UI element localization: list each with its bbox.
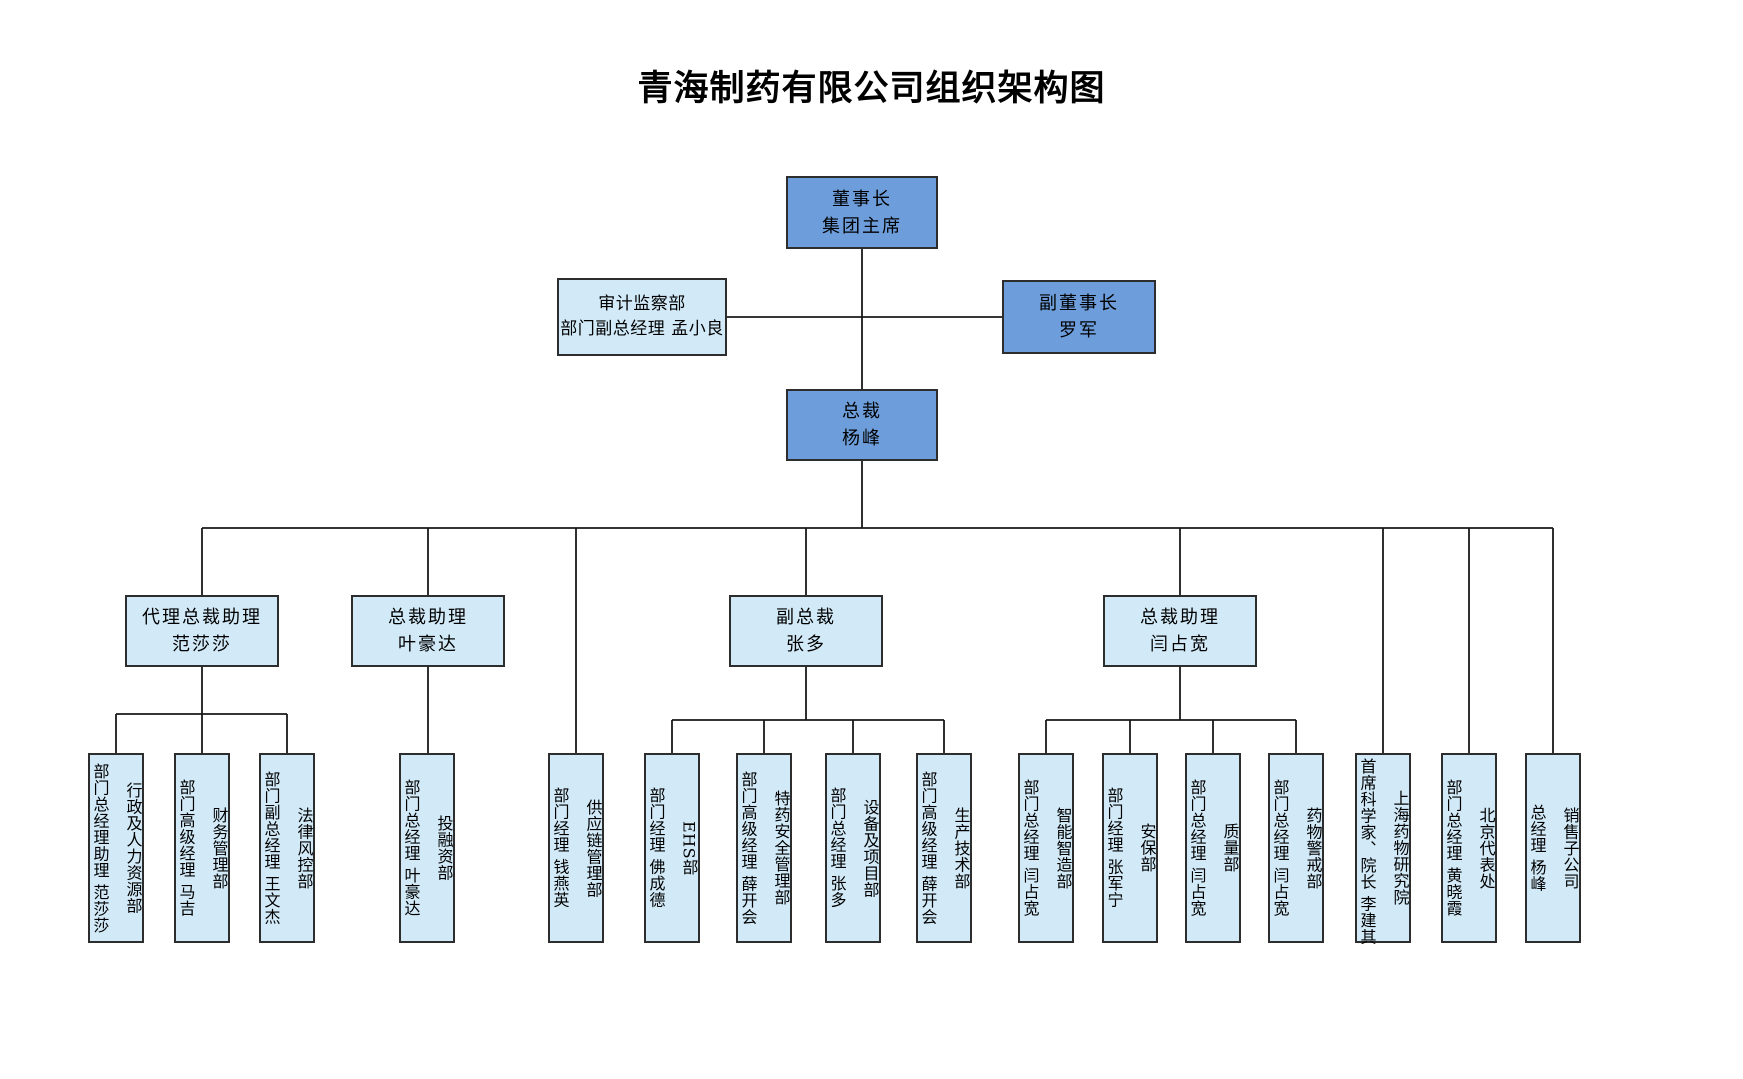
dept-role: 部门经理 佛成德: [646, 787, 666, 909]
node-dept-shanghai-research: 上海药物研究院 首席科学家、院长 李建其: [1355, 753, 1411, 946]
node-assistant-yan-title: 总裁助理: [1140, 607, 1220, 628]
node-assistant-yan-person: 闫占宽: [1150, 634, 1210, 655]
dept-role: 部门总经理 张多: [827, 787, 847, 909]
node-dept-investment: 投融资部 部门总经理 叶豪达: [399, 753, 455, 943]
dept-name: 质量部: [1220, 823, 1240, 873]
dept-name: 销售子公司: [1560, 806, 1580, 890]
node-president-title: 总裁: [842, 401, 882, 422]
dept-role: 部门经理 张军宁: [1104, 787, 1124, 909]
node-dept-equipment-projects: 设备及项目部 部门总经理 张多: [825, 753, 881, 943]
node-dept-sales-subsidiary: 销售子公司 总经理 杨峰: [1525, 753, 1581, 943]
node-vice-president-person: 张多: [786, 634, 826, 655]
dept-role: 部门总经理助理 范莎莎: [90, 762, 110, 934]
node-dept-supply-chain: 供应链管理部 部门经理 钱燕英: [548, 753, 604, 943]
node-audit-dept: 审计监察部: [598, 293, 686, 314]
node-dept-production-tech: 生产技术部 部门高级经理 薛开会: [916, 753, 972, 943]
dept-name: 法律风控部: [294, 806, 314, 890]
node-acting-assistant-person: 范莎莎: [172, 634, 232, 655]
node-vice-president-title: 副总裁: [776, 607, 836, 628]
node-dept-pharmacovigilance: 药物警戒部 部门总经理 闫占宽: [1268, 753, 1324, 943]
node-dept-security: 安保部 部门经理 张军宁: [1102, 753, 1158, 943]
node-president-person: 杨峰: [842, 428, 882, 449]
dept-name: 生产技术部: [951, 806, 971, 890]
dept-name: 特药安全管理部: [771, 790, 791, 906]
dept-name: 行政及人力资源部: [123, 782, 143, 914]
dept-role: 部门副总经理 王文杰: [261, 770, 281, 926]
node-dept-ehs: EHS部 部门经理 佛成德: [644, 753, 700, 943]
node-assistant-ye-title: 总裁助理: [388, 607, 468, 628]
dept-name: 药物警戒部: [1303, 806, 1323, 890]
dept-role: 首席科学家、院长 李建其: [1357, 758, 1377, 946]
node-dept-smart-manufacturing: 智能智造部 部门总经理 闫占宽: [1018, 753, 1074, 943]
node-dept-legal-risk: 法律风控部 部门副总经理 王文杰: [259, 753, 315, 943]
node-chairman-title: 董事长: [832, 188, 892, 210]
node-dept-beijing-office: 北京代表处 部门总经理 黄晓霞: [1441, 753, 1497, 943]
dept-role: 总经理 杨峰: [1527, 803, 1547, 893]
dept-name: 设备及项目部: [860, 798, 880, 898]
node-dept-finance: 财务管理部 部门高级经理 马吉: [174, 753, 230, 943]
chart-title: 青海制药有限公司组织架构图: [637, 69, 1106, 108]
dept-role: 部门高级经理 薛开会: [918, 770, 938, 926]
connector-path: [115, 249, 1554, 755]
node-acting-assistant-title: 代理总裁助理: [142, 607, 262, 628]
node-dept-quality: 质量部 部门总经理 闫占宽: [1185, 753, 1241, 943]
dept-role: 部门总经理 闫占宽: [1020, 779, 1040, 917]
node-dept-admin-hr: 行政及人力资源部 部门总经理助理 范莎莎: [88, 753, 144, 943]
node-assistant-yan: 总裁助理 闫占宽: [1103, 595, 1257, 667]
dept-role: 部门总经理 闫占宽: [1270, 779, 1290, 917]
node-chairman: 董事长 集团主席: [786, 176, 938, 249]
dept-name: 智能智造部: [1053, 806, 1073, 890]
dept-name: 投融资部: [434, 815, 454, 881]
dept-role: 部门高级经理 马吉: [176, 779, 196, 917]
node-vice-president: 副总裁 张多: [729, 595, 883, 667]
node-audit-person: 部门副总经理 孟小良: [560, 319, 724, 339]
dept-role: 部门总经理 叶豪达: [401, 779, 421, 917]
dept-name: 上海药物研究院: [1390, 790, 1410, 906]
node-acting-assistant: 代理总裁助理 范莎莎: [125, 595, 279, 667]
dept-name: 财务管理部: [209, 806, 229, 890]
node-assistant-ye-person: 叶豪达: [398, 634, 458, 655]
node-vice-chairman-person: 罗军: [1059, 320, 1099, 341]
dept-name: EHS部: [679, 820, 699, 876]
node-assistant-ye: 总裁助理 叶豪达: [351, 595, 505, 667]
dept-role: 部门高级经理 薛开会: [738, 770, 758, 926]
dept-name: 北京代表处: [1476, 806, 1496, 890]
dept-name: 供应链管理部: [583, 798, 603, 898]
node-chairman-person: 集团主席: [822, 215, 902, 237]
dept-role: 部门总经理 黄晓霞: [1443, 779, 1463, 917]
dept-role: 部门经理 钱燕英: [550, 787, 570, 909]
node-president: 总裁 杨峰: [786, 389, 938, 461]
node-dept-special-drug-safety: 特药安全管理部 部门高级经理 薛开会: [736, 753, 792, 943]
node-audit-supervision: 审计监察部 部门副总经理 孟小良: [557, 278, 727, 356]
dept-role: 部门总经理 闫占宽: [1187, 779, 1207, 917]
node-vice-chairman-title: 副董事长: [1039, 293, 1119, 314]
dept-name: 安保部: [1137, 823, 1157, 873]
node-vice-chairman: 副董事长 罗军: [1002, 280, 1156, 354]
